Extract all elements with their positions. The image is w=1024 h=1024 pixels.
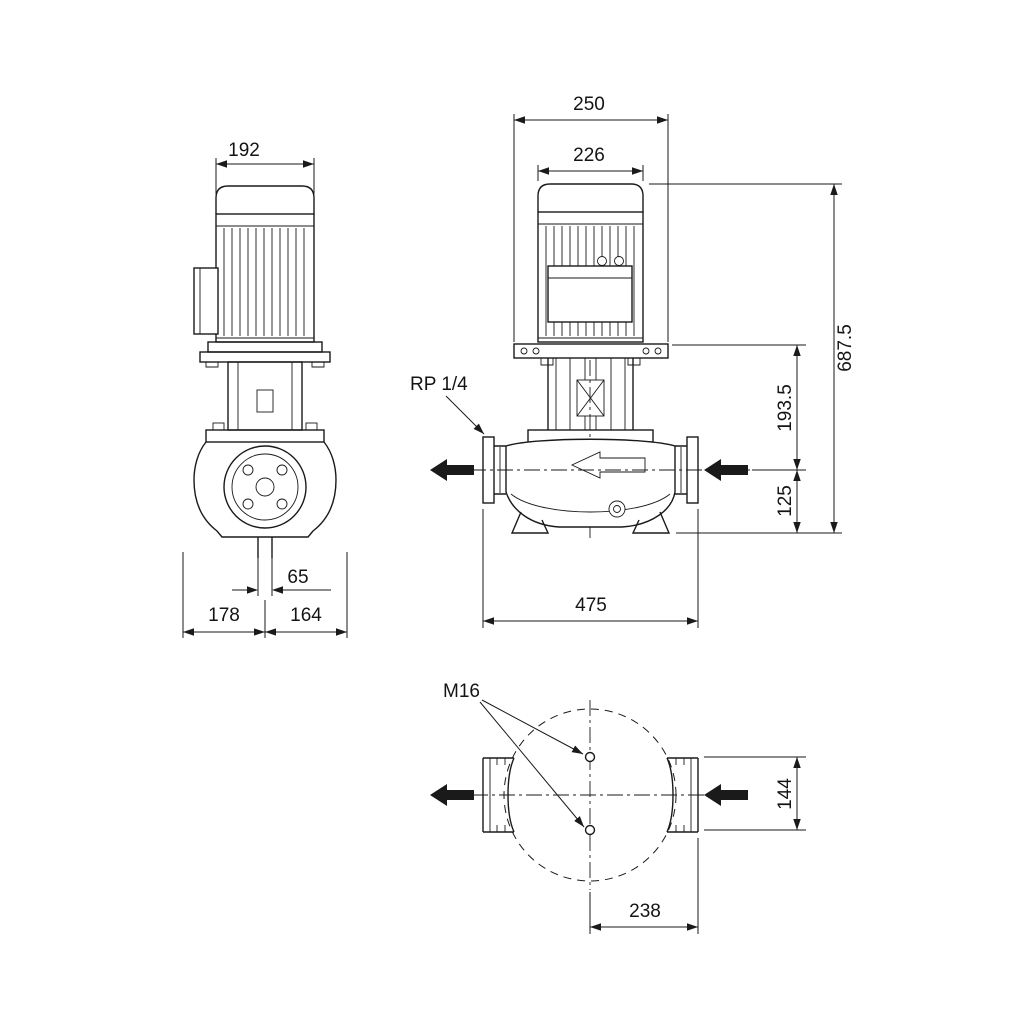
flow-arrow-outlet-top	[430, 784, 474, 806]
tapping-callout: M16	[443, 681, 585, 828]
dim-port-to-port: 475	[482, 509, 699, 628]
flange-bolt-hole	[276, 498, 288, 510]
dim-label-port-to-port: 475	[575, 595, 607, 616]
gauge-port-label: RP 1/4	[410, 374, 468, 395]
tapping-hole-bottom	[584, 824, 596, 836]
flange-bolt-hole	[276, 464, 288, 476]
cable-gland	[597, 256, 607, 266]
dim-motor-depth: 192	[215, 140, 315, 194]
dim-center-to-flange: 238	[589, 838, 699, 934]
dim-depth-split: 178 164	[182, 552, 348, 638]
dim-base-width: 250	[513, 94, 669, 342]
top-flange-left	[482, 757, 515, 833]
side-motor-fins	[223, 228, 305, 336]
side-motor	[215, 185, 315, 343]
dim-label-total-height: 687.5	[835, 324, 856, 372]
side-volute	[193, 441, 337, 558]
dim-mid-height: 193.5	[775, 345, 801, 470]
flange-center-bore	[255, 477, 275, 497]
tapping-label: M16	[443, 681, 480, 702]
flow-arrow-inlet-top	[704, 784, 748, 806]
front-stool	[513, 343, 669, 359]
drain-plug	[608, 500, 626, 518]
dim-label-hole-spacing: 144	[775, 778, 796, 810]
dim-pipe-width: 65	[232, 558, 331, 596]
flange-bolt-hole	[242, 498, 254, 510]
pump-foot	[631, 511, 671, 534]
front-volute	[505, 438, 676, 534]
tapping-hole-top	[584, 751, 596, 763]
dim-label-center-to-flange: 238	[629, 901, 661, 922]
side-port-flange	[223, 445, 307, 529]
side-view: 192 65 178 164	[182, 140, 348, 638]
dim-port-height: 125	[775, 470, 801, 533]
flow-arrow-outlet	[430, 459, 474, 481]
side-bottom-pipe	[257, 537, 273, 558]
cable-gland	[614, 256, 624, 266]
dim-label-port-height: 125	[775, 485, 796, 517]
dim-motor-width: 226	[537, 145, 644, 181]
flow-arrow-inlet	[704, 459, 748, 481]
dim-label-base-width: 250	[573, 94, 605, 115]
front-flange-left	[482, 436, 506, 504]
dim-label-depth-front: 164	[290, 605, 322, 626]
front-terminal-box	[547, 265, 633, 323]
flange-bolt-hole	[242, 464, 254, 476]
dim-label-motor-width: 226	[573, 145, 605, 166]
gauge-port-callout: RP 1/4	[410, 374, 485, 435]
dim-total-height: 687.5	[649, 183, 856, 534]
top-flange-right	[666, 757, 699, 833]
front-motor	[537, 183, 644, 343]
internal-flow-arrow	[570, 451, 646, 479]
top-view: M16 144 238	[430, 681, 806, 934]
dim-hole-spacing: 144	[704, 756, 806, 831]
front-view: RP 1/4 250 226 687.5 193.5 125	[410, 94, 856, 628]
dim-label-depth-back: 178	[208, 605, 240, 626]
dim-label-pipe-width: 65	[287, 567, 308, 588]
side-pump-head	[199, 341, 331, 443]
side-terminal-box	[193, 267, 219, 335]
dim-label-motor-depth: 192	[228, 140, 260, 161]
coupling-guard	[576, 379, 605, 417]
pump-foot	[510, 511, 550, 534]
dim-label-mid-height: 193.5	[775, 384, 796, 432]
